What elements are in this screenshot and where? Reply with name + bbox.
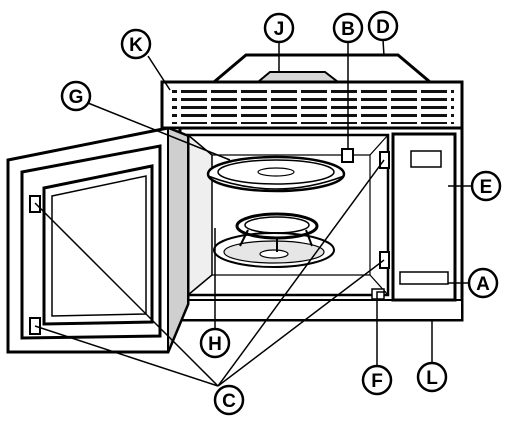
callout-c-label: C bbox=[222, 391, 236, 412]
interior-details bbox=[341, 148, 390, 269]
callout-f-label: F bbox=[371, 371, 383, 392]
callout-k: K bbox=[120, 28, 152, 60]
callout-l-label: L bbox=[426, 368, 438, 389]
callout-e: E bbox=[470, 170, 502, 202]
turntable-assembly bbox=[213, 212, 335, 268]
callout-b-label: B bbox=[341, 19, 355, 40]
callout-g-label: G bbox=[69, 87, 84, 108]
vent-grille bbox=[160, 80, 464, 130]
callout-a: A bbox=[467, 267, 499, 299]
door bbox=[6, 126, 190, 354]
callout-c: C bbox=[213, 384, 245, 416]
callout-k-label: K bbox=[129, 35, 143, 56]
callout-j: J bbox=[263, 12, 295, 44]
callout-h-label: H bbox=[208, 334, 222, 355]
leader-lines bbox=[34, 39, 472, 387]
callout-d-label: D bbox=[376, 17, 390, 38]
callout-f: F bbox=[361, 364, 393, 396]
callout-e-label: E bbox=[480, 177, 493, 198]
callout-d: D bbox=[367, 10, 399, 42]
top-mounting-plate bbox=[209, 53, 435, 84]
callout-a-label: A bbox=[476, 274, 490, 295]
callout-g: G bbox=[60, 80, 92, 112]
callout-l: L bbox=[416, 361, 448, 393]
control-panel bbox=[371, 132, 457, 302]
callout-b: B bbox=[332, 12, 364, 44]
callout-h: H bbox=[199, 327, 231, 359]
cooking-shelf bbox=[206, 155, 346, 193]
callout-j-label: J bbox=[274, 19, 285, 40]
